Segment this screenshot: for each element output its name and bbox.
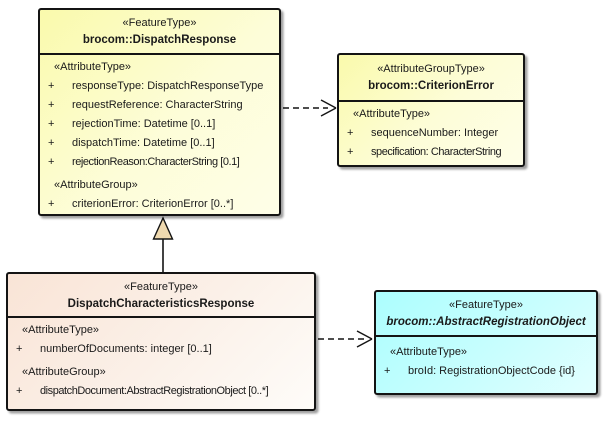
attribute-row: + requestReference: CharacterString — [48, 99, 243, 111]
attribute-row: + broId: RegistrationObjectCode {id} — [384, 365, 575, 377]
class-name: DispatchCharacteristicsResponse — [67, 298, 255, 310]
stereotype-label: «FeatureType» — [124, 281, 198, 293]
triangle-arrowhead-icon — [152, 216, 174, 240]
stereotype-label: «FeatureType» — [122, 17, 197, 29]
attribute-row: + rejectionReason:CharacterString [0.1] — [48, 156, 240, 168]
stereotype-label: «AttributeGroupType» — [377, 63, 485, 75]
class-header: «AttributeGroupType» brocom::CriterionEr… — [339, 55, 523, 102]
attribute-compartment: «AttributeType» + responseType: Dispatch… — [40, 55, 279, 214]
section-stereotype: «AttributeGroup» — [54, 179, 138, 191]
section-stereotype: «AttributeType» — [22, 324, 100, 336]
generalization-connector — [152, 216, 174, 272]
open-arrowhead-icon — [320, 99, 337, 117]
attribute-compartment: «AttributeType» + broId: RegistrationObj… — [376, 337, 596, 381]
class-header: «FeatureType» brocom::AbstractRegistrati… — [376, 292, 596, 337]
class-criterion-error[interactable]: «AttributeGroupType» brocom::CriterionEr… — [337, 53, 525, 167]
attribute-compartment: «AttributeType» + sequenceNumber: Intege… — [339, 102, 523, 162]
attribute-row: + specification: CharacterString — [347, 146, 502, 158]
attribute-row: + criterionError: CriterionError [0..*] — [48, 198, 234, 210]
class-name: brocom::DispatchResponse — [82, 34, 237, 46]
dependency-connector-criterion-error — [283, 99, 337, 117]
section-stereotype: «AttributeType» — [390, 346, 468, 358]
attribute-row: + responseType: DispatchResponseType — [48, 80, 264, 92]
class-name: brocom::AbstractRegistrationObject — [386, 316, 586, 328]
section-stereotype: «AttributeType» — [353, 108, 431, 120]
attribute-compartment: «AttributeType» + numberOfDocuments: int… — [8, 318, 314, 401]
section-stereotype: «AttributeType» — [54, 61, 132, 73]
attribute-row: + dispatchTime: Datetime [0..1] — [48, 137, 215, 149]
attribute-row: + sequenceNumber: Integer — [347, 127, 499, 139]
open-arrowhead-icon — [356, 330, 373, 348]
dependency-connector-abstract-registration-object — [318, 330, 373, 348]
class-dispatch-characteristics-response[interactable]: «FeatureType» DispatchCharacteristicsRes… — [6, 272, 316, 411]
attribute-row: + dispatchDocument:AbstractRegistrationO… — [16, 385, 269, 397]
attribute-row: + numberOfDocuments: integer [0..1] — [16, 343, 212, 355]
class-name: brocom::CriterionError — [368, 80, 494, 92]
stereotype-label: «FeatureType» — [449, 299, 523, 311]
class-dispatch-response[interactable]: «FeatureType» brocom::DispatchResponse «… — [38, 8, 281, 216]
class-header: «FeatureType» DispatchCharacteristicsRes… — [8, 274, 314, 318]
attribute-row: + rejectionTime: Datetime [0..1] — [48, 118, 216, 130]
class-header: «FeatureType» brocom::DispatchResponse — [40, 10, 279, 55]
section-stereotype: «AttributeGroup» — [22, 366, 106, 378]
class-abstract-registration-object[interactable]: «FeatureType» brocom::AbstractRegistrati… — [374, 290, 598, 395]
